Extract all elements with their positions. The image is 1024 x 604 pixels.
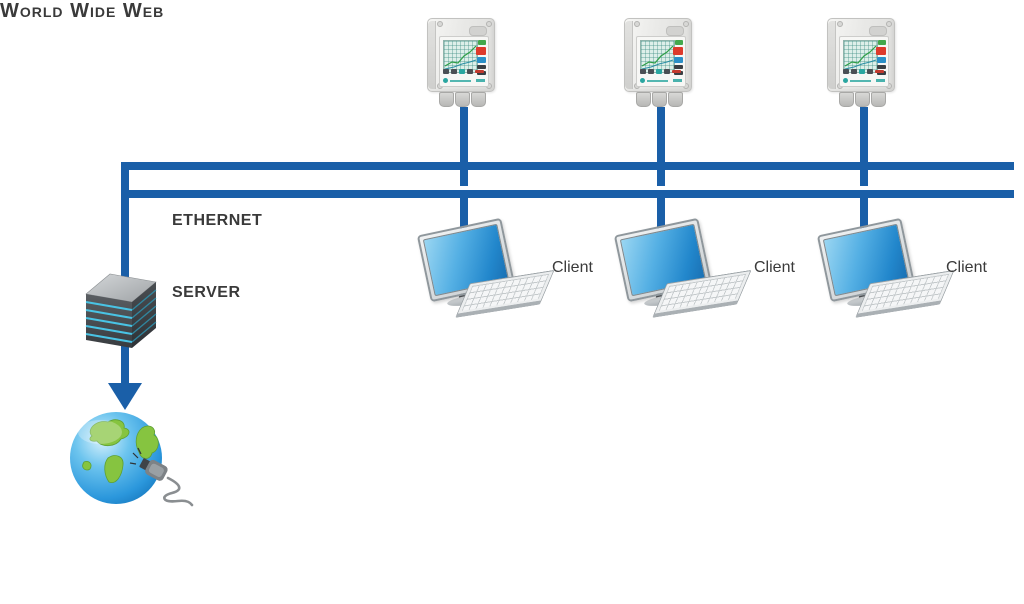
device-chart-display [443, 40, 478, 73]
device2-drop-line [657, 107, 665, 186]
blue-led-icon [877, 57, 886, 63]
status-led-column [673, 40, 683, 75]
key-icon [877, 71, 886, 75]
brand-line [450, 80, 471, 82]
transmitter-device-1 [427, 18, 495, 107]
vent-icon [869, 26, 887, 36]
red-led-icon [876, 47, 886, 55]
device-chart-display [843, 40, 878, 73]
ethernet-label: ETHERNET [172, 212, 263, 229]
cable-glands [624, 92, 692, 107]
device3-drop-line [860, 107, 868, 186]
brand-line [647, 80, 668, 82]
device-button-row [640, 69, 681, 74]
device-brand-mark [843, 78, 885, 83]
world-wide-web-label: World Wide Web [0, 0, 165, 22]
client1-drop-line [460, 191, 468, 232]
device-brand-mark [640, 78, 682, 83]
globe-icon [64, 406, 196, 510]
screw-icon [886, 21, 892, 27]
button-icon [672, 70, 681, 73]
logo-icon [843, 78, 848, 83]
cable-glands [427, 92, 495, 107]
cable-glands [827, 92, 895, 107]
client-computer-1 [416, 217, 555, 328]
device-brand-mark [443, 78, 485, 83]
client3-drop-line [860, 191, 868, 232]
key-icon [477, 65, 486, 69]
button-icon [875, 70, 884, 73]
key-icon [877, 65, 886, 69]
model-mark [673, 79, 682, 82]
screw-icon [486, 21, 492, 27]
key-icon [674, 71, 683, 75]
status-led-column [476, 40, 486, 75]
device-button-row [443, 69, 484, 74]
client1-label: Client [552, 259, 593, 276]
button-icon [664, 69, 670, 74]
transmitter-device-3 [827, 18, 895, 107]
screw-icon [683, 21, 689, 27]
ethernet-bus-top-line [121, 162, 1014, 170]
blue-led-icon [477, 57, 486, 63]
device-front-panel [839, 36, 889, 87]
client2-drop-line [657, 191, 665, 232]
button-icon [843, 69, 849, 74]
server-drop-line [121, 162, 129, 384]
screw-icon [634, 21, 640, 27]
device-front-panel [439, 36, 489, 87]
button-icon [459, 69, 465, 74]
server-icon [76, 256, 164, 352]
server-label: SERVER [172, 284, 241, 301]
key-icon [477, 71, 486, 75]
device-enclosure [427, 18, 495, 92]
client2-label: Client [754, 259, 795, 276]
model-mark [476, 79, 485, 82]
device-front-panel [636, 36, 686, 87]
red-led-icon [673, 47, 683, 55]
device-enclosure [827, 18, 895, 92]
model-mark [876, 79, 885, 82]
vent-icon [666, 26, 684, 36]
client3-label: Client [946, 259, 987, 276]
screw-icon [837, 21, 843, 27]
client-computer-2 [613, 217, 752, 328]
logo-icon [640, 78, 645, 83]
green-led-icon [478, 40, 486, 45]
transmitter-device-2 [624, 18, 692, 107]
status-led-column [876, 40, 886, 75]
red-led-icon [476, 47, 486, 55]
brand-line [850, 80, 871, 82]
screw-icon [437, 21, 443, 27]
green-led-icon [675, 40, 683, 45]
device-button-row [843, 69, 884, 74]
button-icon [475, 70, 484, 73]
button-icon [467, 69, 473, 74]
ethernet-bus-bottom-line [121, 190, 1014, 198]
logo-icon [443, 78, 448, 83]
vent-icon [469, 26, 487, 36]
button-icon [859, 69, 865, 74]
button-icon [851, 69, 857, 74]
button-icon [867, 69, 873, 74]
button-icon [640, 69, 646, 74]
button-icon [451, 69, 457, 74]
device-enclosure [624, 18, 692, 92]
green-led-icon [878, 40, 886, 45]
button-icon [648, 69, 654, 74]
device1-drop-line [460, 107, 468, 186]
button-icon [443, 69, 449, 74]
down-arrow-icon [108, 383, 142, 410]
button-icon [656, 69, 662, 74]
blue-led-icon [674, 57, 683, 63]
client-computer-3 [816, 217, 955, 328]
key-icon [674, 65, 683, 69]
